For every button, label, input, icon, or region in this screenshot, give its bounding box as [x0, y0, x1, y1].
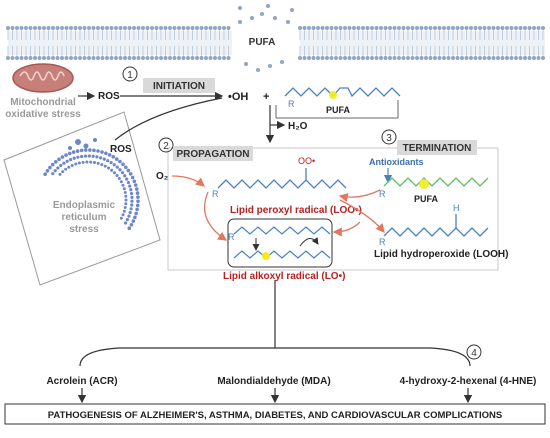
peroxyl-group-label: OO• [298, 156, 315, 166]
products-brace [79, 347, 471, 367]
er-caption-line2: reticulum [61, 212, 106, 223]
to-hydroperoxide-arrow [339, 199, 385, 234]
termination-box [397, 140, 477, 155]
oxygen-arrow [171, 175, 205, 187]
step2-number: 2 [163, 141, 169, 152]
outcome-box [4, 403, 546, 425]
oxygen-label: O₂ [156, 171, 168, 182]
membrane-pufa-label: PUFA [249, 37, 276, 48]
alkoxyl-panel [227, 218, 333, 268]
r-label-init: R [288, 99, 295, 109]
outcome-label: PATHOGENESIS OF ALZHEIMER'S, ASTHMA, DIA… [48, 410, 502, 421]
antioxidants-label: Antioxidants [369, 157, 424, 167]
plus-sign: + [263, 91, 269, 103]
initiation-label: INITIATION [153, 81, 205, 92]
product-4hne: 4-hydroxy-2-hexenal (4-HNE) [400, 376, 537, 387]
endoplasmic-reticulum-icon [3, 111, 161, 286]
initiation-box [143, 78, 215, 93]
r-label-term: R [379, 189, 386, 199]
product-acrolein: Acrolein (ACR) [46, 376, 117, 387]
mito-caption-line1: Mitochondrial [10, 97, 76, 108]
step1-number: 1 [127, 70, 133, 81]
r-label-peroxyl: R [212, 189, 219, 199]
propagation-panel [167, 147, 499, 271]
er-caption-line1: Endoplasmic [53, 200, 116, 211]
hydroperoxide-label: Lipid hydroperoxide (LOOH) [374, 249, 508, 260]
mitochondrion-icon [12, 63, 74, 93]
pufa-label-initiation: PUFA [326, 105, 351, 115]
step3-marker [381, 129, 397, 145]
step1-marker [122, 66, 138, 82]
pufa-label-termination: PUFA [414, 194, 439, 204]
product-mda: Malondialdehyde (MDA) [217, 376, 330, 387]
ros-left-label: ROS [98, 91, 120, 102]
peroxyl-radical-chain [217, 168, 347, 189]
peroxyl-radical-label: Lipid peroxyl radical (LOO•) [230, 205, 362, 216]
pufa-chain-initiation [284, 87, 401, 99]
cycle-arrow-left [203, 191, 228, 241]
step4-marker [466, 344, 482, 360]
step2-marker [158, 137, 174, 153]
propagation-box [173, 146, 253, 161]
water-label: H₂O [288, 121, 308, 132]
alkoxyl-radical-label: Lipid alkoxyl radical (LO•) [223, 271, 345, 282]
step4-number: 4 [471, 348, 477, 359]
er-caption-line3: stress [69, 224, 99, 235]
r-label-alkoxyl: R [228, 232, 235, 242]
pufa-chain-termination [383, 177, 489, 189]
ros-er-label: ROS [110, 144, 132, 155]
termination-label: TERMINATION [403, 143, 472, 154]
cell-membrane [6, 4, 545, 72]
er-ros-arrow [114, 97, 223, 141]
pufa-to-peroxyl-arrow [338, 189, 381, 202]
step3-number: 3 [386, 133, 392, 144]
to-alkoxyl-arrow [332, 221, 361, 237]
alkoxyl-radical-chain [233, 226, 331, 260]
hydroperoxide-chain [383, 214, 489, 237]
propagation-label: PROPAGATION [177, 149, 250, 160]
hydrogen-label: H [453, 203, 460, 213]
mito-caption-line2: oxidative stress [5, 109, 81, 120]
r-label-hydroperoxide: R [379, 237, 386, 247]
hydroxyl-radical: •OH [228, 91, 248, 103]
